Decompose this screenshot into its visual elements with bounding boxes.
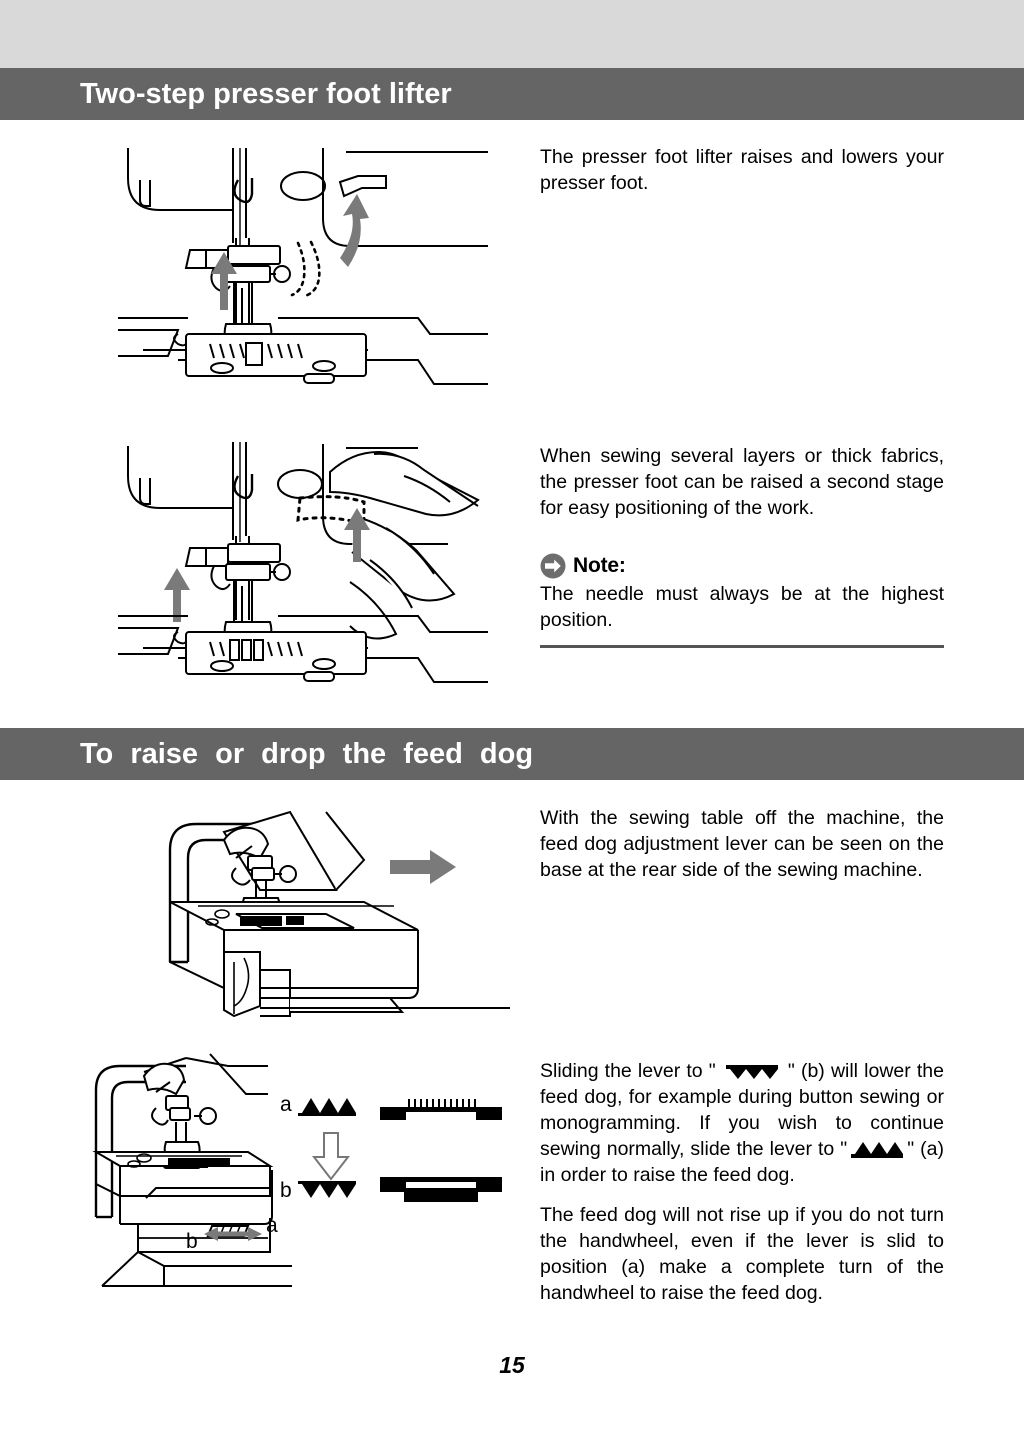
feed-dog-raised-glyph xyxy=(298,1098,356,1116)
figure-feed-dog-position-diagram: a xyxy=(280,1085,505,1210)
feed-dog-lowered-glyph xyxy=(298,1181,356,1198)
lever-text-part2: " (b) will lower the feed dog, for examp… xyxy=(540,1060,944,1160)
page-number: 15 xyxy=(499,1352,525,1378)
note-divider xyxy=(540,645,944,648)
arrow-circle-right-icon xyxy=(540,553,566,579)
figure-presser-foot-second-stage xyxy=(118,432,488,687)
paragraph: The presser foot lifter raises and lower… xyxy=(540,146,944,194)
paragraph-lever: Sliding the lever to " " (b) will lower … xyxy=(540,1058,944,1188)
section-title: To raise or drop the feed dog xyxy=(80,737,534,770)
text-block-presser-foot-intro: The presser foot lifter raises and lower… xyxy=(540,144,944,210)
paragraph: With the sewing table off the machine, t… xyxy=(540,807,944,881)
section-header-two-step-presser-foot-lifter: Two-step presser foot lifter xyxy=(0,68,1024,120)
hollow-down-arrow xyxy=(311,1132,351,1181)
figure-presser-foot-first-stage xyxy=(118,138,488,388)
feed-dog-cross-section-lowered xyxy=(380,1177,502,1202)
text-block-presser-foot-second-stage: When sewing several layers or thick fabr… xyxy=(540,443,944,648)
feed-dog-raised-glyph xyxy=(849,1140,905,1158)
paragraph: The feed dog will not rise up if you do … xyxy=(540,1204,944,1304)
page-top-band xyxy=(0,0,1024,68)
right-arrow xyxy=(390,850,456,884)
curved-up-arrow xyxy=(340,194,369,267)
feed-dog-cross-section-raised xyxy=(380,1099,502,1120)
lever-text-part1: Sliding the lever to " xyxy=(540,1060,722,1082)
feed-dog-lowered-glyph xyxy=(724,1062,780,1080)
text-block-sewing-table-off: With the sewing table off the machine, t… xyxy=(540,805,944,897)
note-label: Note: xyxy=(573,554,626,577)
section-header-to-raise-or-drop-the-feed-dog: To raise or drop the feed dog xyxy=(0,728,1024,780)
diagram-label-a: a xyxy=(280,1093,292,1116)
figure-sewing-table-off xyxy=(140,802,520,1017)
section-title: Two-step presser foot lifter xyxy=(80,77,452,110)
paragraph: When sewing several layers or thick fabr… xyxy=(540,445,944,519)
note-text: The needle must always be at the highest… xyxy=(540,583,944,631)
up-arrow xyxy=(211,252,237,310)
figure-feed-dog-lever-detail: a b xyxy=(82,1042,292,1292)
lever-label-a: a xyxy=(266,1214,278,1237)
note-heading: Note: xyxy=(540,553,944,579)
double-headed-horizontal-arrow xyxy=(204,1227,262,1241)
up-arrow xyxy=(164,508,370,622)
lever-text-part3: " (a) in order to raise the feed dog. xyxy=(540,1138,944,1186)
diagram-label-b: b xyxy=(280,1179,292,1202)
text-block-feed-dog-lever: Sliding the lever to " " (b) will lower … xyxy=(540,1058,944,1306)
lever-label-b: b xyxy=(186,1230,198,1253)
